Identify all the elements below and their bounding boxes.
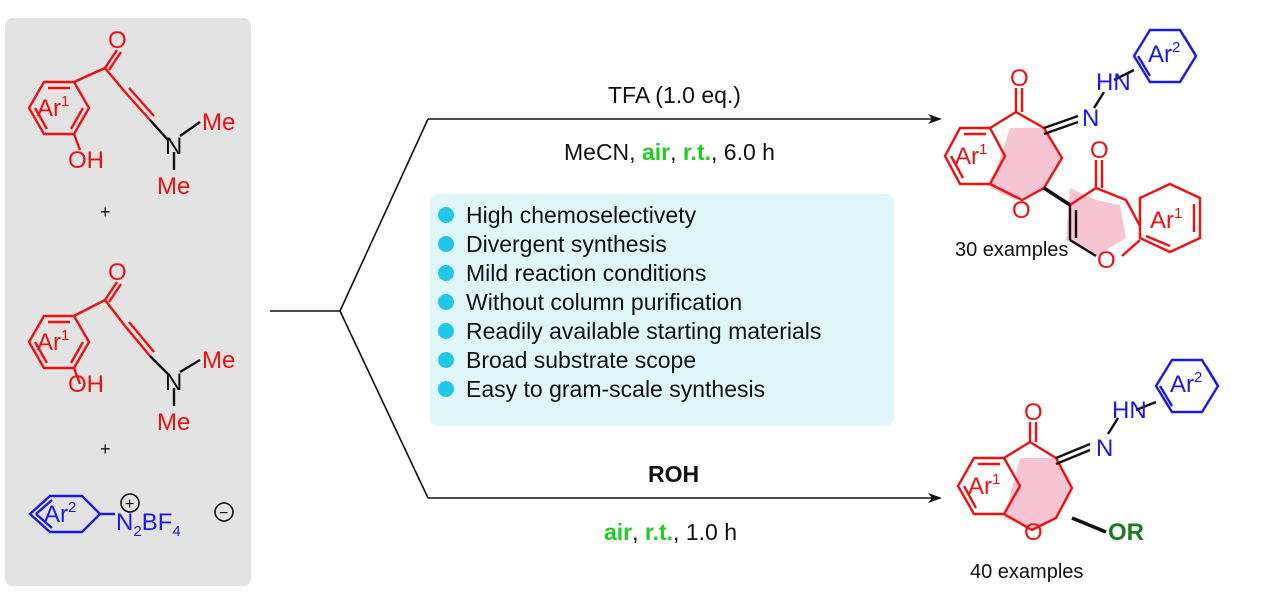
feature-text: Without column purification: [466, 289, 742, 315]
bottom-product-ar1: Ar1: [968, 471, 1000, 500]
reactants-panel: [5, 18, 251, 586]
bottom-product-hn: HN: [1112, 397, 1147, 424]
top-product-examples: 30 examples: [955, 239, 1068, 261]
bottom-conditions: air, r.t., 1.0 h: [604, 519, 737, 545]
top-product-carbonyl-o: O: [1010, 65, 1029, 92]
feature-item: Divergent synthesis: [438, 231, 667, 257]
bullet-icon: [438, 207, 454, 223]
plus-charge-label: +: [125, 496, 134, 513]
bottom-product-n: N: [1096, 435, 1113, 462]
bottom-product-carbonyl-o: O: [1024, 399, 1043, 426]
top-product-n: N: [1082, 105, 1099, 132]
bullet-icon: [438, 352, 454, 368]
feature-item: High chemoselectivety: [438, 202, 697, 228]
feature-text: Divergent synthesis: [466, 231, 667, 257]
reactant-enaminone-1-n-bonds: [149, 119, 201, 170]
top-product-hn: HN: [1096, 69, 1131, 96]
reactant-enaminone-2: [27, 281, 155, 385]
top-reagent: TFA (1.0 eq.): [608, 82, 741, 108]
reactant-enaminone-2-n-bonds: [149, 355, 201, 406]
plus-sign-2: +: [100, 439, 111, 459]
diazonium-formula: N2BF4 + −: [116, 493, 234, 540]
reactant2-methyl-label-a: Me: [202, 347, 235, 374]
top-product-ar2: Ar2: [1148, 39, 1180, 68]
bottom-product-ar2: Ar2: [1170, 369, 1202, 398]
top-product-carbonyl-o2: O: [1090, 137, 1109, 164]
feature-text: Readily available starting materials: [466, 318, 821, 344]
feature-item: Broad substrate scope: [438, 347, 696, 373]
plus-sign-1: +: [100, 202, 111, 222]
reactant2-hydroxy-label: OH: [68, 371, 104, 398]
bottom-product-structure: [956, 358, 1220, 534]
reactant1-oxo-label: O: [108, 27, 127, 54]
reactant1-hydroxy-label: OH: [68, 147, 104, 174]
top-product-ring-o: O: [1012, 197, 1031, 224]
reactant1-methyl-label-b: Me: [157, 173, 190, 200]
aryldiazonium-ring: [28, 494, 115, 534]
bullet-icon: [438, 323, 454, 339]
feature-text: Easy to gram-scale synthesis: [466, 376, 765, 402]
feature-item: Easy to gram-scale synthesis: [438, 376, 765, 402]
feature-item: Readily available starting materials: [438, 318, 821, 344]
plus-charge-circle: [120, 493, 140, 513]
feature-item: Without column purification: [438, 289, 742, 315]
top-product-ar1: Ar1: [955, 141, 987, 170]
top-product-ar1-b: Ar1: [1150, 205, 1182, 234]
features-list: High chemoselectivety Divergent synthesi…: [438, 202, 821, 402]
branching-arrows: [270, 114, 942, 503]
reactant2-nitrogen-label: N: [165, 369, 182, 396]
reactant2-oxo-label: O: [108, 259, 127, 286]
bullet-icon: [438, 294, 454, 310]
minus-charge-circle: [214, 502, 234, 522]
bullet-icon: [438, 265, 454, 281]
bottom-reagent: ROH: [648, 461, 699, 487]
bottom-product-or: OR: [1108, 519, 1144, 546]
bullet-icon: [438, 381, 454, 397]
reactant1-ar1-label: Ar1: [37, 93, 69, 122]
feature-text: Broad substrate scope: [466, 347, 696, 373]
diazonium-formula-text: N2BF4: [116, 509, 181, 540]
bottom-product-ring-o: O: [1024, 519, 1043, 546]
reactant2-ar1-label: Ar1: [37, 327, 69, 356]
reactant2-methyl-label-b: Me: [157, 409, 190, 436]
minus-charge-label: −: [219, 505, 228, 522]
reactant1-methyl-label-a: Me: [202, 109, 235, 136]
feature-text: High chemoselectivety: [466, 202, 697, 228]
top-product-structure: [943, 28, 1202, 258]
feature-text: Mild reaction conditions: [466, 260, 706, 286]
feature-item: Mild reaction conditions: [438, 260, 706, 286]
bottom-product-examples: 40 examples: [970, 561, 1083, 583]
diazonium-ar2-label: Ar2: [44, 499, 76, 528]
features-box: [430, 194, 894, 426]
reactant1-nitrogen-label: N: [165, 133, 182, 160]
top-product-ring-o2: O: [1097, 247, 1116, 274]
top-conditions: MeCN, air, r.t., 6.0 h: [564, 139, 775, 165]
reactant-enaminone-1: [27, 49, 155, 151]
bullet-icon: [438, 236, 454, 252]
